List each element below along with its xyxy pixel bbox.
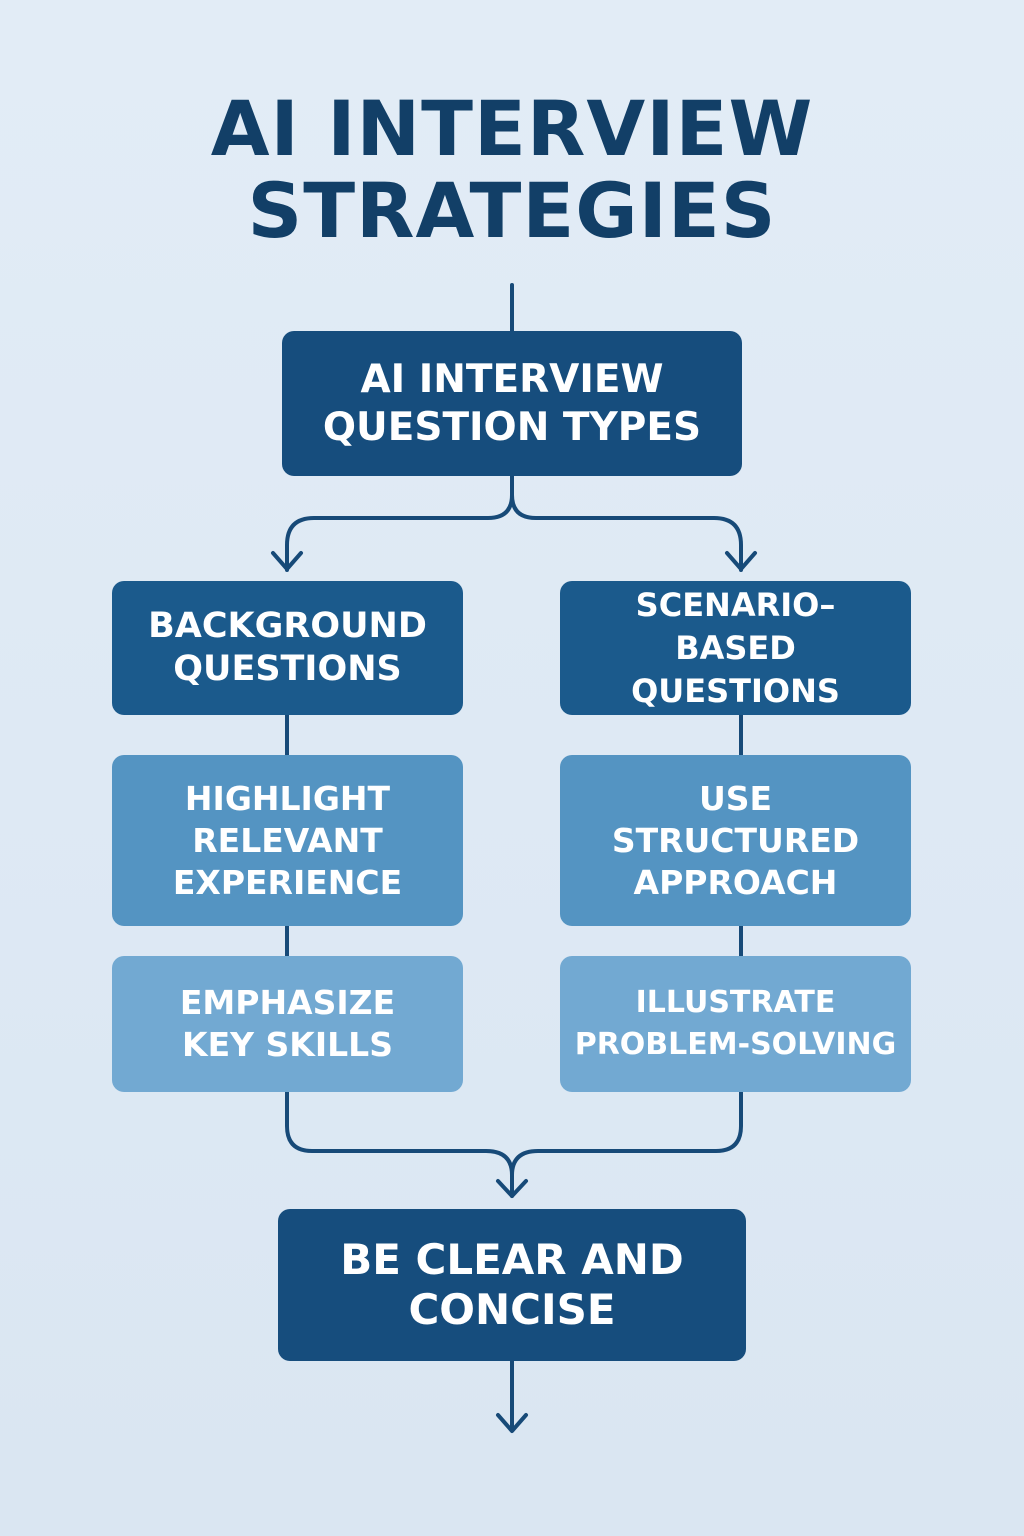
split-connector-right (510, 474, 743, 572)
merge-connector-left (285, 1090, 514, 1198)
background-questions-node: BACKGROUND QUESTIONS (112, 581, 463, 715)
scenario-based-questions-label: SCENARIO– BASED QUESTIONS (631, 585, 840, 710)
illustrate-problem-solving-node: ILLUSTRATE PROBLEM-SOLVING (560, 956, 911, 1092)
use-structured-approach-label: USE STRUCTURED APPROACH (611, 778, 860, 902)
page-title: AI INTERVIEW STRATEGIES (0, 88, 1024, 252)
merge-arrow (496, 1179, 528, 1198)
be-clear-and-concise-node: BE CLEAR AND CONCISE (278, 1209, 746, 1361)
final-output-arrow (496, 1413, 528, 1433)
scenario-based-questions-node: SCENARIO– BASED QUESTIONS (560, 581, 911, 715)
be-clear-and-concise-label: BE CLEAR AND CONCISE (340, 1235, 684, 1334)
background-questions-label: BACKGROUND QUESTIONS (148, 606, 427, 689)
question-types-node: AI INTERVIEW QUESTION TYPES (282, 331, 742, 476)
illustrate-problem-solving-label: ILLUSTRATE PROBLEM-SOLVING (574, 985, 897, 1062)
title-line-1: AI INTERVIEW (210, 84, 814, 173)
split-arrow-left (271, 551, 303, 571)
title-line-2: STRATEGIES (247, 166, 777, 255)
use-structured-approach-node: USE STRUCTURED APPROACH (560, 755, 911, 926)
split-connector-left (285, 474, 514, 572)
question-types-label: AI INTERVIEW QUESTION TYPES (322, 356, 702, 450)
highlight-relevant-experience-label: HIGHLIGHT RELEVANT EXPERIENCE (172, 778, 403, 902)
emphasize-key-skills-label: EMPHASIZE KEY SKILLS (179, 983, 396, 1064)
merge-connector-right (510, 1090, 743, 1177)
highlight-relevant-experience-node: HIGHLIGHT RELEVANT EXPERIENCE (112, 755, 463, 926)
emphasize-key-skills-node: EMPHASIZE KEY SKILLS (112, 956, 463, 1092)
split-arrow-right (725, 551, 757, 571)
